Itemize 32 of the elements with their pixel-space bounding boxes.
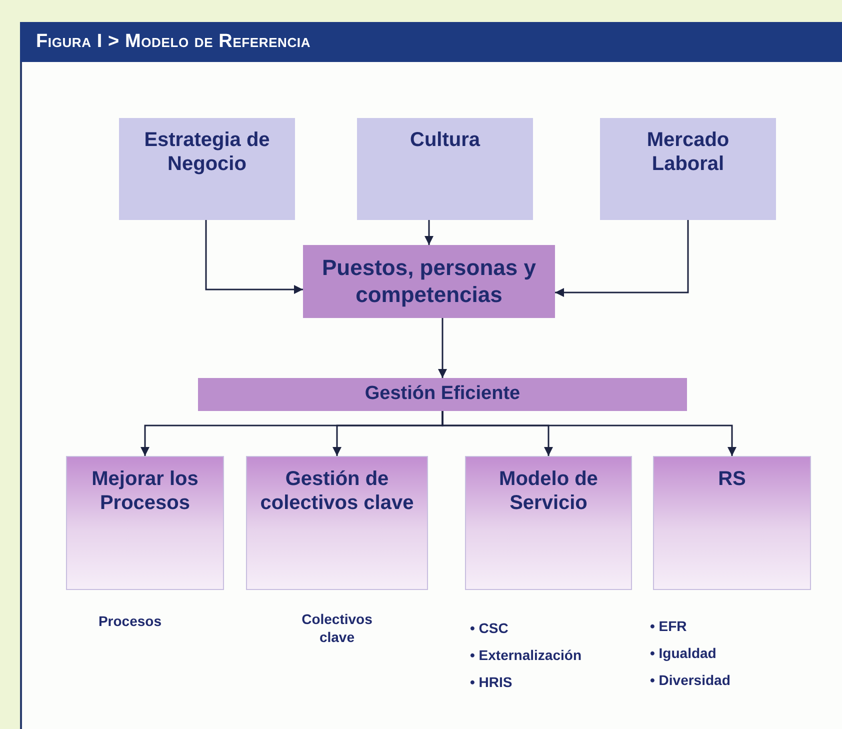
box-label: RS <box>718 467 746 491</box>
arrow <box>442 411 736 456</box>
box-label: Modelo de Servicio <box>498 467 599 515</box>
bullet-item: • CSC <box>470 620 510 637</box>
box-label: Mejorar los Procesos <box>90 467 200 515</box>
arrow <box>205 220 303 294</box>
process-box <box>66 456 224 590</box>
arrow <box>424 220 434 245</box>
bullet-item: • Diversidad <box>650 672 730 688</box>
bullet-item: • Igualdad <box>650 644 718 662</box>
node-caption: Colectivos clave <box>300 610 374 646</box>
process-box <box>465 456 632 590</box>
bullet-item: • Externalización <box>470 646 582 664</box>
box-label: Gestión de colectivos clave <box>259 467 415 515</box>
arrow <box>438 318 447 378</box>
box-label: Estrategia de Negocio <box>143 128 271 176</box>
arrow <box>555 220 689 297</box>
figure-title: Figura I > Modelo de Referencia <box>36 31 311 53</box>
box-label: Puestos, personas y competencias <box>321 255 537 308</box>
process-box <box>246 456 428 590</box>
node-caption: Procesos <box>97 612 163 630</box>
process-box <box>600 118 776 220</box>
bullet-item: • EFR <box>650 618 688 635</box>
box-label: Gestión Eficiente <box>364 383 520 406</box>
box-label: Mercado Laboral <box>646 128 730 176</box>
bullet-item: • HRIS <box>470 674 514 690</box>
box-label: Cultura <box>410 128 480 152</box>
band-box <box>198 378 687 411</box>
process-box <box>357 118 533 220</box>
process-box <box>653 456 811 590</box>
process-box <box>119 118 295 220</box>
process-box <box>303 245 555 318</box>
